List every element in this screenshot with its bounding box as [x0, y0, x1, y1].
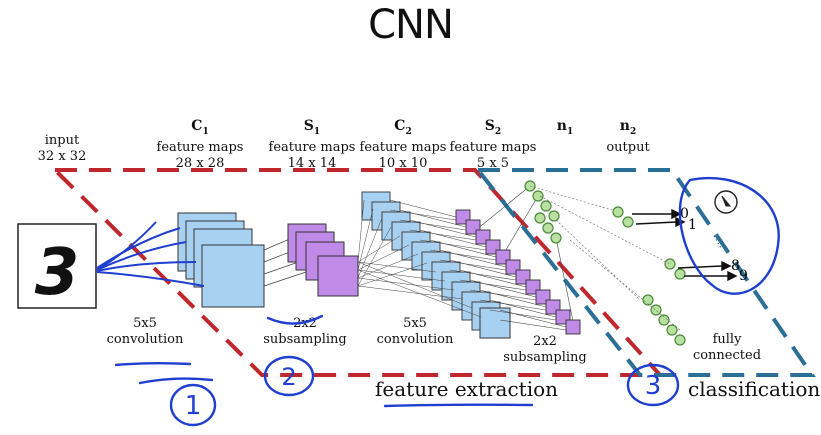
layer-label-n2: n2 output [606, 118, 650, 155]
c2-feature-maps [361, 191, 511, 339]
c2-s2-link [389, 199, 457, 218]
annotation-1: 1 [185, 391, 202, 421]
slide-title: CNN [368, 2, 454, 48]
pen-annotations [114, 176, 780, 427]
n1-neuron [540, 200, 552, 212]
output-digit-1: 1 [688, 217, 697, 233]
c2-s2-link [459, 279, 527, 291]
n2-neuron [612, 206, 624, 218]
c2-s2-link [469, 289, 537, 301]
classification-region [473, 168, 816, 377]
c2-s2-link [489, 299, 557, 318]
s1-feature-maps [287, 223, 359, 297]
n1-neurons [524, 180, 562, 244]
c2-s2-link [389, 209, 457, 221]
c2-s2-link [499, 309, 567, 328]
c2-s2-link [479, 289, 547, 308]
n2-neuron [666, 324, 678, 336]
c2-s2-link [469, 279, 537, 298]
classification-label: classification [688, 377, 821, 401]
n1-neuron [542, 222, 554, 234]
annotation-2: 2 [281, 363, 296, 391]
n2-neuron [674, 268, 686, 280]
c2-map [479, 307, 511, 339]
s1-c2-link [357, 244, 410, 271]
n2-neuron [658, 314, 670, 326]
input-digit: 3 [35, 236, 80, 310]
s1-c2-link [357, 269, 482, 318]
annotation-3: 3 [645, 371, 662, 401]
fc-connections [529, 185, 681, 331]
n1-neuron [532, 190, 544, 202]
c2-s2-link [479, 299, 547, 311]
output-digit-9: 9 [739, 268, 748, 284]
c2-s2-link [409, 219, 477, 238]
n1-neuron [548, 210, 560, 222]
s1-c2-link [357, 226, 392, 287]
input-to-c1-strokes [96, 221, 205, 287]
n1-neuron [534, 212, 546, 224]
c2-s2-link [439, 249, 507, 268]
n2-neuron [650, 304, 662, 316]
s2-n1-link [555, 237, 575, 327]
c2-s2-link [399, 209, 467, 228]
n1-neuron [550, 232, 562, 244]
output-digit-8: 8 [731, 258, 740, 274]
c2-s2-connections [389, 185, 575, 331]
s1-c2-link [357, 269, 446, 282]
s1-c2-link [357, 277, 455, 291]
layer-label-n1: n1 [556, 118, 574, 137]
n2-neuron [674, 334, 686, 346]
c2-s2-link [459, 269, 527, 288]
s1-c2-link [357, 208, 374, 271]
s1-c2-link [357, 261, 437, 273]
c2-s2-link [429, 249, 497, 261]
c2-s2-link [499, 319, 567, 331]
c2-s2-link [439, 259, 507, 271]
s2-feature-maps [455, 209, 581, 335]
feature-extraction-label: feature extraction [375, 377, 559, 401]
c2-s2-link [419, 229, 487, 248]
c1-feature-maps [177, 212, 265, 308]
s2-map [565, 319, 581, 335]
output-digit-0: 0 [680, 206, 689, 222]
c2-s2-link [449, 269, 517, 281]
c2-s2-link [489, 309, 557, 321]
input-image: 3 [17, 223, 97, 310]
s1-c2-connections [357, 199, 482, 318]
c2-s2-link [429, 239, 497, 258]
s2-n1-link [499, 195, 539, 261]
n2-neurons [612, 206, 686, 346]
s1-c2-link [357, 235, 401, 263]
s2-n1-link [475, 185, 531, 231]
n2-neuron [622, 216, 634, 228]
n2-neuron [664, 258, 676, 270]
s1-c2-link [357, 261, 473, 309]
c2-s2-link [449, 259, 517, 278]
c2-s2-link [409, 229, 477, 241]
c2-s2-link [419, 239, 487, 251]
n2-neuron [642, 294, 654, 306]
s1-c2-link [357, 199, 365, 263]
c2-s2-link [399, 219, 467, 231]
s1-c2-link [357, 285, 464, 300]
